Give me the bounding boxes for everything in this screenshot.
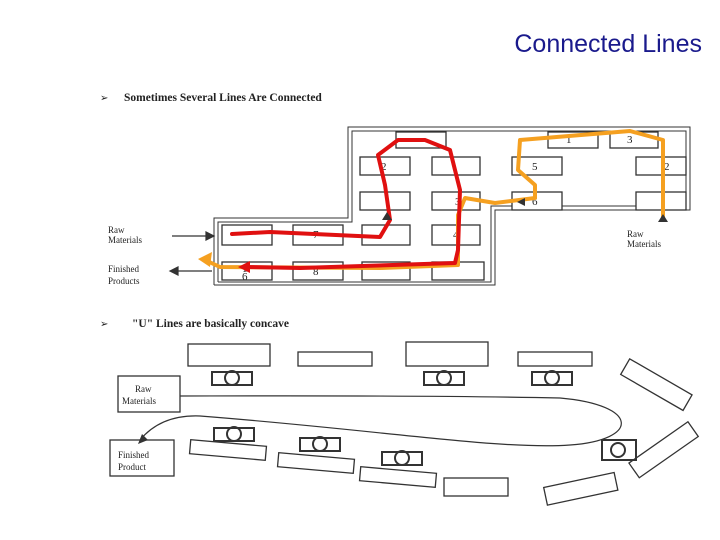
station-box	[609, 131, 659, 149]
slide-title: Connected Lines	[514, 30, 702, 58]
up-arrow-icon	[658, 214, 668, 222]
u-machine-box	[358, 466, 438, 488]
u-raw-materials-box	[117, 375, 181, 413]
station-number: 2	[381, 161, 387, 173]
station-box	[511, 156, 563, 176]
u-machine-box	[405, 341, 489, 367]
output-arrow-head	[168, 266, 179, 276]
worker-icon	[211, 370, 253, 386]
station-number: 6	[242, 271, 248, 283]
bullet-arrow-1: ➢	[100, 93, 108, 104]
worker-icon	[601, 439, 637, 461]
u-machine-box	[619, 357, 693, 412]
u-machine-box	[542, 471, 619, 506]
finished-products-label: Finished	[108, 264, 140, 274]
station-number: 1	[566, 134, 572, 146]
up-arrow-icon	[382, 212, 392, 220]
station-number: 2	[664, 161, 670, 173]
raw-materials-left-label: Materials	[108, 235, 142, 245]
station-number: 8	[313, 266, 319, 278]
u-machine-box	[297, 351, 373, 367]
u-heading: "U" Lines are basically concave	[132, 318, 289, 330]
u-machine-box	[628, 420, 700, 479]
u-machine-box	[187, 343, 271, 367]
u-machine-box	[443, 477, 509, 497]
u-finished-product-label: Product	[118, 462, 146, 472]
u-flow-arrow-head	[138, 434, 148, 444]
raw-materials-left-label: Raw	[108, 225, 125, 235]
u-finished-product-box	[109, 439, 175, 477]
worker-icon	[531, 370, 573, 386]
u-raw-materials-label: Raw	[135, 384, 152, 394]
red-arrow-head	[238, 261, 250, 273]
u-finished-product-label: Finished	[118, 450, 150, 460]
u-machine-box	[188, 439, 268, 461]
finished-products-label: Products	[108, 276, 140, 286]
station-box	[359, 156, 411, 176]
worker-icon	[213, 426, 255, 442]
connected-heading: Sometimes Several Lines Are Connected	[124, 92, 322, 104]
worker-icon	[423, 370, 465, 386]
u-machine-box	[517, 351, 593, 367]
station-number: 5	[532, 161, 538, 173]
u-raw-materials-label: Materials	[122, 396, 156, 406]
station-number: 3	[627, 134, 633, 146]
worker-icon	[299, 436, 341, 452]
left-arrow-icon	[517, 198, 525, 206]
layout-outline	[213, 126, 691, 286]
u-machine-box	[276, 452, 356, 474]
input-arrow-head	[205, 231, 216, 241]
orange-flow-path	[198, 129, 665, 270]
u-flow-line	[139, 395, 622, 447]
raw-materials-right-label: Raw	[627, 229, 644, 239]
worker-icon	[381, 450, 423, 466]
raw-materials-right-label: Materials	[627, 239, 661, 249]
orange-arrow-head	[198, 252, 212, 267]
station-number: 6	[532, 196, 538, 208]
red-flow-path	[230, 138, 462, 273]
bullet-arrow-2: ➢	[100, 319, 108, 330]
